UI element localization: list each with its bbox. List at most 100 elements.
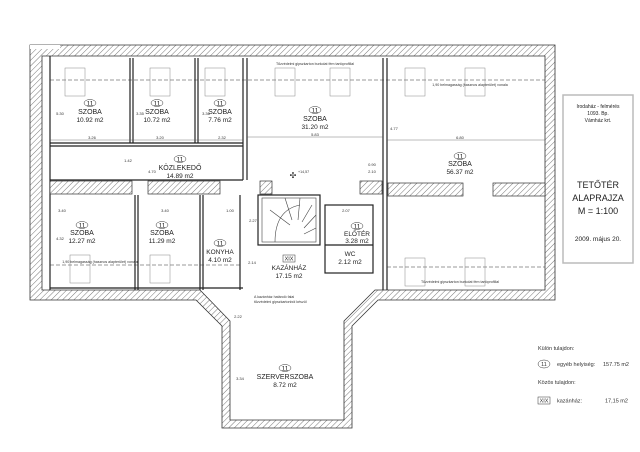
rooms-szoba3-num: 11 xyxy=(217,101,224,108)
hatched-wall-stubs xyxy=(49,180,546,197)
legend-own_title: Külön tulajdon: xyxy=(538,346,575,352)
rooms-kozlekedo-num: 11 xyxy=(177,157,184,164)
rooms-eloter-num: 11 xyxy=(354,224,361,231)
rooms-szoba7-area: 11.29 m2 xyxy=(149,238,176,245)
dimensions-11: 3.35 xyxy=(136,111,145,116)
rooms-eloter-name: ELŐTÉR xyxy=(344,229,370,238)
title_block-line3: Vámház krt. xyxy=(585,118,612,124)
rooms-szoba1-area: 10.92 m2 xyxy=(76,117,103,124)
title_block-line1: Irodaház - felmérés xyxy=(576,104,620,110)
title_block-title1: TETŐTÉR xyxy=(577,180,619,190)
roof-windows xyxy=(64,67,486,287)
rooms-szoba1-name: SZOBA xyxy=(78,109,102,116)
rooms-kazanhaz-area: 17.15 m2 xyxy=(275,273,302,280)
rooms-szoba1-num: 11 xyxy=(87,101,94,108)
room-szoba-2: 11 SZOBA 10.72 m2 xyxy=(143,99,171,124)
rooms-szoba7-name: SZOBA xyxy=(150,230,174,237)
title_block-scale: M = 1:100 xyxy=(578,206,618,216)
note-boiler-1: A kazánház határoló falai xyxy=(254,295,294,299)
outer-walls xyxy=(29,44,556,429)
legend: Külön tulajdon: 11 egyéb helyiség: 157.7… xyxy=(537,346,629,405)
dimensions-8: 3.40 xyxy=(161,208,170,213)
rooms-szoba6-name: SZOBA xyxy=(70,230,94,237)
dimensions-20: 2.10 xyxy=(368,169,377,174)
rooms-konyha-name: KONYHA xyxy=(206,249,234,256)
room-eloter: 11 ELŐTÉR 3.28 m2 xyxy=(344,222,370,245)
legend-common_title: Közös tulajdon: xyxy=(538,380,576,386)
dimensions-3: 5.83 xyxy=(311,132,320,137)
room-wc: WC 2.12 m2 xyxy=(338,251,362,266)
rooms-kozlekedo-area: 14.89 m2 xyxy=(166,173,193,180)
dimensions-12: 3.36 xyxy=(202,111,211,116)
room-szoba-7: 11 SZOBA 11.29 m2 xyxy=(149,221,176,245)
room-konyha: 11 KONYHA 4.10 m2 xyxy=(206,239,234,264)
rooms-szoba6-area: 12.27 m2 xyxy=(68,238,95,245)
room-szerverszoba: 11 SZERVERSZOBA 8.72 m2 xyxy=(257,364,314,389)
rooms-szerver-num: 11 xyxy=(282,366,289,373)
title_block-date: 2009. május 20. xyxy=(575,236,621,243)
room-szoba-4: 11 SZOBA 31.20 m2 xyxy=(301,106,329,131)
rooms-szerver-name: SZERVERSZOBA xyxy=(257,374,314,381)
dimensions-13: 4.32 xyxy=(56,236,65,241)
dimensions-7: 3.40 xyxy=(58,208,67,213)
rooms-szoba4-area: 31.20 m2 xyxy=(301,124,328,131)
height-lines xyxy=(50,79,545,268)
rooms-szoba7-num: 11 xyxy=(159,223,166,230)
rooms-szoba6-num: 11 xyxy=(79,223,86,230)
title-block: Irodaház - felmérés 1093. Bp. Vámház krt… xyxy=(562,94,634,264)
rooms-szoba4-name: SZOBA xyxy=(303,116,327,123)
dimensions-4: 6.80 xyxy=(456,135,465,140)
note-height-left: 1,90 belmagasság (hasznos alapterület) v… xyxy=(62,260,138,264)
interior-walls xyxy=(49,56,388,290)
dimensions-1: 3.20 xyxy=(156,135,165,140)
room-szoba-5: 11 SZOBA 56.37 m2 xyxy=(446,152,474,176)
dimensions-19: 0.90 xyxy=(368,162,377,167)
title_block-title2: ALAPRAJZA xyxy=(572,193,624,203)
elevation-cross-icon: ✣ xyxy=(290,171,297,180)
rooms-szoba3-area: 7.76 m2 xyxy=(208,117,232,124)
dimensions-17: 2.22 xyxy=(234,314,243,319)
rooms-szoba2-area: 10.72 m2 xyxy=(143,117,170,124)
dimensions-18: 2.07 xyxy=(342,208,351,213)
note-height-right: 1,90 belmagasság (hasznos alapterület) v… xyxy=(432,83,508,87)
rooms-szoba2-num: 11 xyxy=(154,101,161,108)
rooms-wc-area: 2.12 m2 xyxy=(338,259,362,266)
rooms-szoba3-name: SZOBA xyxy=(208,109,232,116)
legend-own_num: 11 xyxy=(541,362,547,368)
legend-common_num: XIX xyxy=(540,399,549,405)
rooms-kozlekedo-name: KÖZLEKEDŐ xyxy=(159,163,202,172)
rooms-szerver-area: 8.72 m2 xyxy=(273,382,297,389)
dimensions-5: 4.70 xyxy=(148,169,157,174)
dimension-labels: 3.26 3.20 2.32 5.83 6.80 4.70 1.42 3.40 … xyxy=(50,111,545,381)
room-szoba-3: 11 SZOBA 7.76 m2 xyxy=(208,99,232,124)
dimensions-10: 5.30 xyxy=(56,111,65,116)
dimensions-9: 4.77 xyxy=(390,126,399,131)
rooms-eloter-area: 3.28 m2 xyxy=(345,238,369,245)
note-fire-top: Tűzvédelmi gipszkarton burkolat fém tart… xyxy=(276,62,354,66)
rooms-szoba4-num: 11 xyxy=(312,108,319,115)
dimensions-0: 3.26 xyxy=(88,135,97,140)
dimensions-2: 2.32 xyxy=(218,135,227,140)
room-kozlekedo: 11 KÖZLEKEDŐ 14.89 m2 xyxy=(159,155,202,180)
legend-common_value: 17,15 m2 xyxy=(605,399,628,405)
room-kazanhaz: XIX KAZÁNHÁZ 17.15 m2 xyxy=(272,254,307,280)
staircase xyxy=(261,197,317,243)
dimensions-15: 2.27 xyxy=(249,218,258,223)
rooms-kazanhaz-num: XIX xyxy=(285,257,294,263)
rooms-konyha-num: 11 xyxy=(217,241,224,248)
dimensions-6: 1.42 xyxy=(124,158,133,163)
legend-own_label: egyéb helyiség: xyxy=(557,362,596,368)
rooms-szoba5-area: 56.37 m2 xyxy=(446,169,473,176)
rooms-kazanhaz-name: KAZÁNHÁZ xyxy=(272,263,307,272)
dimensions-14: 2.14 xyxy=(248,260,257,265)
rooms-szoba2-name: SZOBA xyxy=(145,109,169,116)
rooms-wc-name: WC xyxy=(345,251,356,258)
rooms-konyha-area: 4.10 m2 xyxy=(208,257,232,264)
note-boiler-2: tűzvédelmi gipszkartonból készül xyxy=(254,300,307,304)
room-szoba-1: 11 SZOBA 10.92 m2 xyxy=(76,99,104,124)
legend-common_label: kazánház: xyxy=(557,399,583,405)
note-fire-bottom: Tűzvédelmi gipszkarton burkolat fém tart… xyxy=(421,280,499,284)
dimensions-21: 1.00 xyxy=(226,208,235,213)
room-szoba-6: 11 SZOBA 12.27 m2 xyxy=(68,221,96,245)
